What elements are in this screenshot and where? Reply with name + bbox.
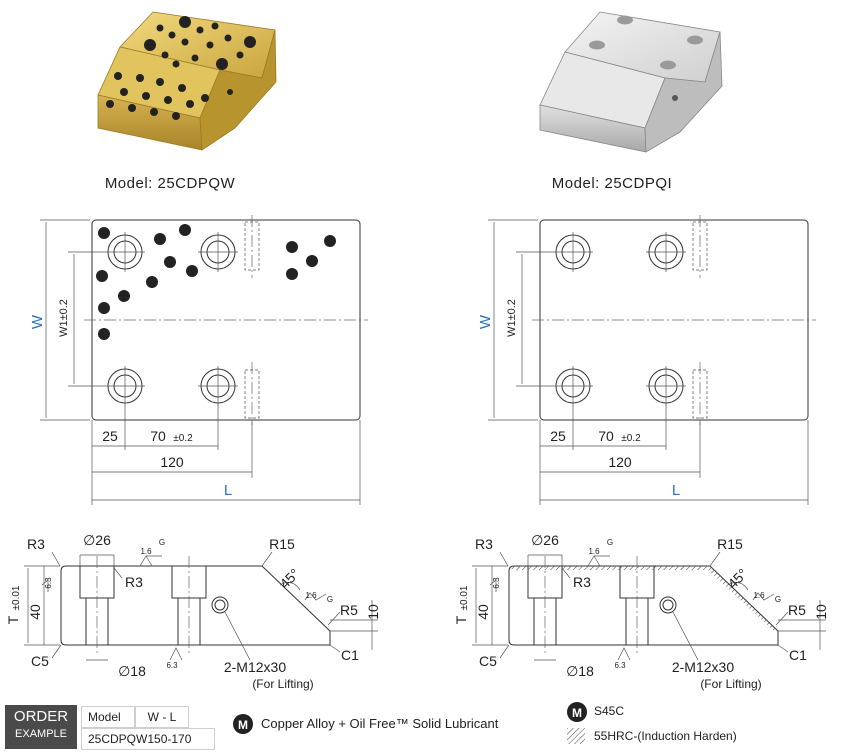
roughness-1.6-side-2: 1.6 [753, 591, 765, 600]
product-image-steel [539, 11, 723, 153]
order-model-header: Model [81, 706, 135, 728]
lifting-note-1: (For Lifting) [252, 677, 313, 691]
lifting-note-2: (For Lifting) [700, 677, 761, 691]
dim-phi18-1: ∅18 [118, 663, 146, 679]
product-image-brass [97, 11, 277, 151]
roughness-6.3-bottom-1: 6.3 [166, 661, 178, 670]
dim-120-1: 120 [160, 454, 184, 470]
roughness-1.6-2: 1.6 [588, 547, 600, 556]
dim-R5-1: R5 [340, 602, 358, 618]
material-icon-steel: M [567, 702, 587, 722]
dim-phi26-2: ∅26 [531, 532, 559, 548]
dim-phi26-1: ∅26 [83, 532, 111, 548]
svg-text:M: M [238, 718, 248, 732]
legend-copper: Copper Alloy + Oil Free™ Solid Lubricant [261, 716, 499, 731]
top-view-brass [40, 215, 368, 505]
roughness-G-2: G [607, 538, 613, 547]
order-example-value: 25CDPQW150-170 [81, 728, 215, 750]
dim-40-1: 40 [27, 604, 43, 620]
dim-W1-1: W1±0.2 [58, 299, 70, 337]
dim-W1-2: W1±0.2 [506, 299, 518, 337]
dim-10-2: 10 [813, 604, 829, 620]
dim-L-1: L [224, 482, 232, 499]
dim-25-1: 25 [102, 428, 118, 444]
dim-R15-1: R15 [269, 536, 295, 552]
side-view-steel [472, 551, 826, 661]
dim-40-2: 40 [475, 604, 491, 620]
dim-T-1: T [5, 615, 21, 624]
roughness-G-side-2: G [775, 595, 781, 604]
dim-T-2: T [453, 615, 469, 624]
dim-70-tol-1: ±0.2 [173, 433, 193, 444]
dim-R3-top-1: R3 [27, 536, 45, 552]
dim-T-tol-2: ±0.01 [459, 585, 470, 610]
dim-phi18-2: ∅18 [566, 663, 594, 679]
order-size-header: W - L [135, 706, 189, 728]
roughness-G-side-1: G [327, 595, 333, 604]
dim-W-2: W [477, 314, 494, 329]
roughness-6.3-bottom-2: 6.3 [614, 661, 626, 670]
dim-W-1: W [29, 314, 46, 329]
dim-70-2: 70 [598, 428, 614, 444]
dim-C1-1: C1 [341, 647, 359, 663]
dim-L-2: L [672, 482, 680, 499]
dim-70-1: 70 [150, 428, 166, 444]
side-view-brass-labels: R3 ∅26 1.6 G R3 R15 45° 1.6 G R5 10 C1 T… [5, 532, 381, 691]
dim-C5-1: C5 [31, 653, 49, 669]
legend-steel: S45C [594, 704, 625, 718]
dim-R3-mid-2: R3 [573, 574, 591, 590]
dim-R3-top-2: R3 [475, 536, 493, 552]
order-subtitle: EXAMPLE [15, 728, 67, 740]
roughness-6.3-left-1: 6.3 [44, 577, 53, 589]
dim-120-2: 120 [608, 454, 632, 470]
roughness-1.6-side-1: 1.6 [305, 591, 317, 600]
dim-C5-2: C5 [479, 653, 497, 669]
dim-70-tol-2: ±0.2 [621, 433, 641, 444]
svg-text:M: M [572, 706, 582, 720]
roughness-6.3-left-2: 6.3 [492, 577, 501, 589]
top-view-steel [488, 215, 816, 505]
dim-R5-2: R5 [788, 602, 806, 618]
material-icon-copper: M [233, 714, 253, 734]
order-example-badge: ORDER EXAMPLE [5, 705, 77, 749]
dim-C1-2: C1 [789, 647, 807, 663]
roughness-G-1: G [159, 538, 165, 547]
model-label-brass: Model: 25CDPQW [105, 175, 236, 192]
dim-R3-mid-1: R3 [125, 574, 143, 590]
bolt-spec-2: 2-M12x30 [672, 659, 734, 675]
roughness-1.6-1: 1.6 [140, 547, 152, 556]
legend-hardness: 55HRC-(Induction Harden) [594, 729, 737, 743]
dim-25-2: 25 [550, 428, 566, 444]
model-label-steel: Model: 25CDPQI [552, 175, 672, 192]
dim-T-tol-1: ±0.01 [11, 585, 22, 610]
order-title: ORDER [13, 708, 69, 725]
side-view-steel-labels: R3 ∅26 1.6 G R3 R15 45° 1.6 G R5 10 C1 T… [453, 532, 829, 691]
hatch-icon [567, 728, 585, 744]
bolt-spec-1: 2-M12x30 [224, 659, 286, 675]
side-view-brass [24, 551, 378, 661]
dim-R15-2: R15 [717, 536, 743, 552]
dim-10-1: 10 [365, 604, 381, 620]
